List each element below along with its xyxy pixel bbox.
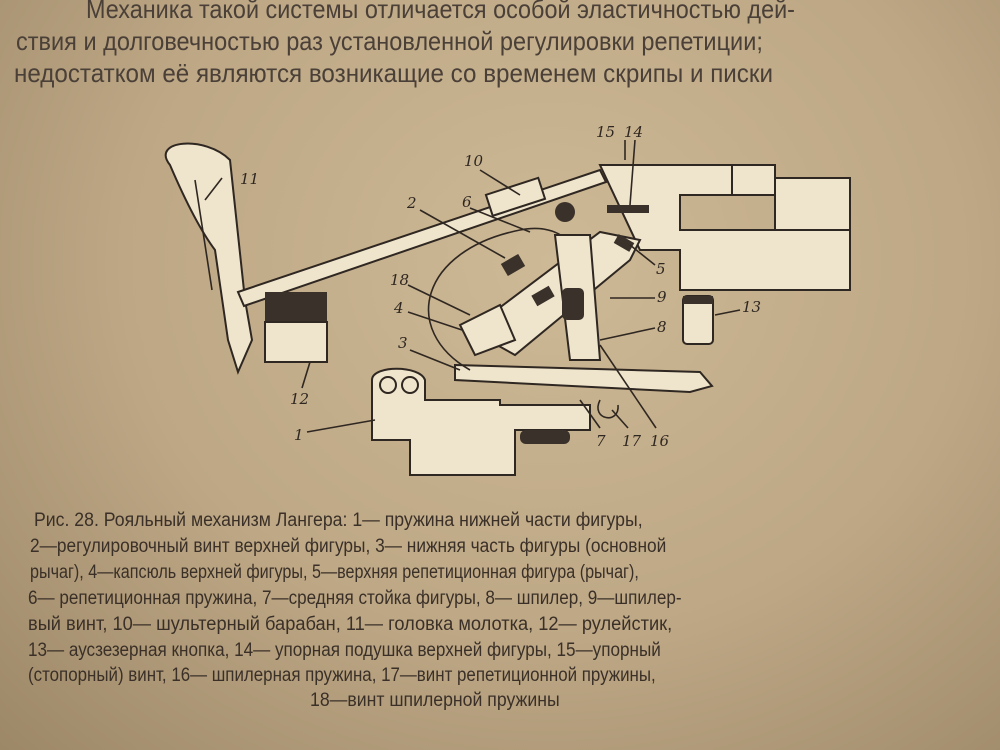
label-18: 18 — [390, 271, 409, 289]
label-8: 8 — [657, 318, 667, 336]
label-17: 17 — [622, 432, 642, 450]
label-1: 1 — [294, 426, 304, 444]
caption-line: Рис. 28. Рояльный механизм Лангера: 1— п… — [34, 510, 643, 531]
repetition-stop-pad — [607, 205, 649, 213]
wippen — [454, 363, 714, 394]
wippen-flange — [371, 367, 591, 476]
caption-line: рычаг), 4—капсюль верхней фигуры, 5—верх… — [30, 562, 639, 583]
label-7: 7 — [596, 432, 606, 450]
label-5: 5 — [656, 260, 666, 278]
label-10: 10 — [464, 152, 484, 170]
label-4: 4 — [393, 299, 404, 317]
body-text-line: ствия и долговечностью раз установленной… — [16, 26, 763, 56]
label-13: 13 — [742, 298, 761, 316]
knuckle — [484, 176, 547, 218]
hammer-head — [164, 142, 254, 375]
label-14: 14 — [624, 123, 643, 141]
body-text-line: Механика такой системы отличается особой… — [86, 0, 795, 24]
piano-action-diagram: 11 10 15 14 2 6 5 18 4 3 9 8 13 12 1 7 1… — [164, 123, 851, 476]
caption-line: 2—регулировочный винт верхней фигуры, 3—… — [30, 536, 667, 557]
caption-line: (стопорный) винт, 16— шпилерная пружина,… — [28, 665, 656, 686]
label-16: 16 — [650, 432, 670, 450]
caption-line: 13— аусзезерная кнопка, 14— упорная поду… — [28, 640, 661, 661]
label-2: 2 — [406, 194, 417, 212]
label-15: 15 — [596, 123, 615, 141]
label-12: 12 — [290, 390, 309, 408]
caption-line: вый винт, 10— шультерный барабан, 11— го… — [28, 614, 673, 635]
label-6: 6 — [462, 193, 472, 211]
rest-rail-felt — [265, 292, 327, 322]
caption-line: 18—винт шпилерной пружины — [310, 690, 560, 711]
caption-line: 6— репетиционная пружина, 7—средняя стой… — [28, 588, 682, 609]
jack-screw — [562, 288, 584, 320]
label-9: 9 — [657, 288, 667, 306]
body-text-line: недостатком её являются возникащие со вр… — [14, 58, 773, 88]
label-3: 3 — [398, 334, 408, 352]
label-11: 11 — [240, 170, 259, 188]
rest-rail — [264, 321, 328, 363]
regulating-screw — [500, 253, 526, 277]
